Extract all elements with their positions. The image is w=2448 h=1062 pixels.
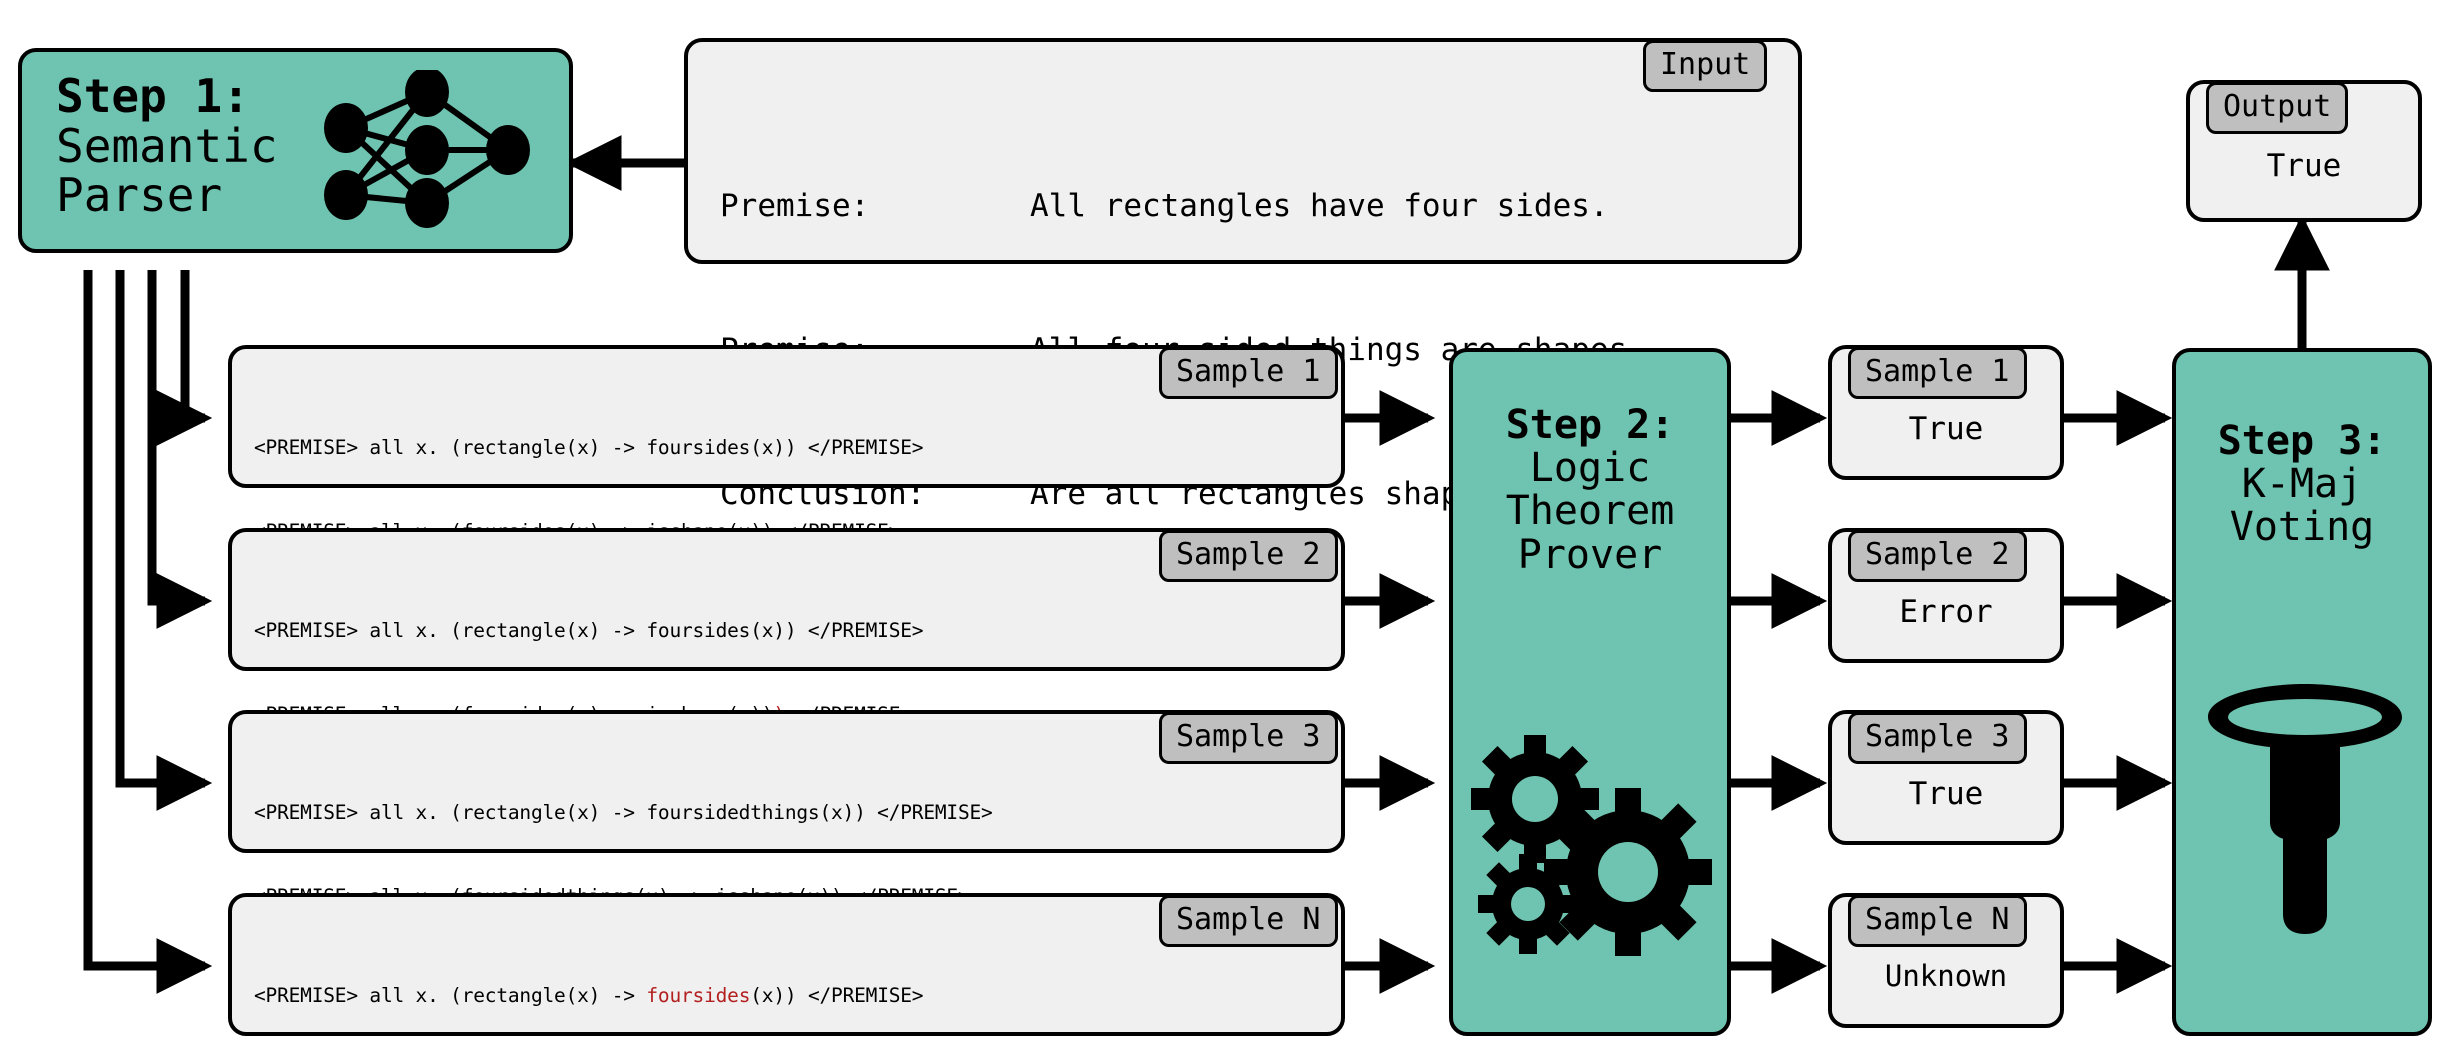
output-tab-label: Output: [2206, 82, 2349, 134]
step-2-logic-theorem-prover[interactable]: Step 2: Logic Theorem Prover: [1449, 348, 1731, 1036]
funnel-icon: [2208, 684, 2402, 934]
step-3-label: Step 3: K-Maj Voting: [2176, 418, 2428, 551]
code-line: <PREMISE> all x. (rectangle(x) -> foursi…: [254, 799, 993, 827]
input-tab-label: Input: [1643, 40, 1768, 92]
step-1-name-line2: Parser: [56, 168, 223, 223]
step-2-title: Step 2:: [1505, 402, 1675, 448]
code-span: <PREMISE> all x. (rectangle(x) -> foursi…: [254, 618, 924, 642]
neural-network-icon: [324, 70, 530, 228]
code-line: <PREMISE> all x. (rectangle(x) -> foursi…: [254, 434, 969, 462]
step-3-title: Step 3:: [2217, 418, 2387, 464]
code-span: <PREMISE> all x. (rectangle(x) ->: [254, 983, 647, 1007]
output-value: True: [2266, 148, 2342, 184]
input-row: Premise: All rectangles have four sides.: [720, 182, 1646, 230]
sample-tab-n: Sample N: [1159, 895, 1338, 947]
code-line: <PREMISE> all x. (rectangle(x) -> foursi…: [254, 982, 970, 1010]
step-2-name-line1: Logic: [1529, 445, 1651, 492]
result-value-3: True: [1908, 776, 1984, 812]
code-span: <PREMISE> all x. (rectangle(x) -> foursi…: [254, 800, 993, 824]
code-span-error: foursides: [646, 983, 751, 1007]
result-tab-1: Sample 1: [1848, 347, 2027, 399]
step-3-k-maj-voting[interactable]: Step 3: K-Maj Voting: [2172, 348, 2432, 1036]
sample-tab-1: Sample 1: [1159, 347, 1338, 399]
step-1-name-line1: Semantic: [56, 118, 278, 173]
result-tab-3: Sample 3: [1848, 712, 2027, 764]
input-panel: Premise:All rectangles have four sides. …: [684, 38, 1802, 512]
step-2-name-line3: Prover: [1517, 531, 1663, 578]
result-value-2: Error: [1899, 594, 1993, 630]
result-value-n: Unknown: [1884, 959, 2008, 993]
gears-icon: [1471, 735, 1712, 956]
sample-tab-3: Sample 3: [1159, 712, 1338, 764]
input-row-text: All rectangles have four sides.: [1030, 188, 1609, 225]
sample-box-1[interactable]: <PREMISE> all x. (rectangle(x) -> foursi…: [228, 345, 1345, 628]
result-value-1: True: [1908, 411, 1984, 447]
sample-tab-2: Sample 2: [1159, 530, 1338, 582]
step-1-semantic-parser[interactable]: Step 1: Semantic Parser: [18, 48, 573, 253]
code-span: (x)) </PREMISE>: [750, 983, 924, 1007]
step-1-label: Step 1: Semantic Parser: [22, 69, 356, 223]
step-2-label: Step 2: Logic Theorem Prover: [1453, 402, 1727, 578]
step-3-name-line1: K-Maj: [2241, 461, 2363, 508]
sample-box-n[interactable]: <PREMISE> all x. (rectangle(x) -> foursi…: [228, 893, 1345, 1036]
sample-code-n: <PREMISE> all x. (rectangle(x) -> foursi…: [254, 925, 970, 1062]
step-2-name-line2: Theorem: [1505, 488, 1675, 535]
step-1-title: Step 1:: [56, 69, 250, 123]
input-row-label: Premise:: [720, 188, 870, 225]
code-span: <PREMISE> all x. (rectangle(x) -> foursi…: [254, 435, 924, 459]
result-tab-2: Sample 2: [1848, 530, 2027, 582]
result-tab-n: Sample N: [1848, 895, 2027, 947]
code-line: <PREMISE> all x. (rectangle(x) -> foursi…: [254, 617, 969, 645]
step-3-name-line2: Voting: [2229, 504, 2375, 551]
